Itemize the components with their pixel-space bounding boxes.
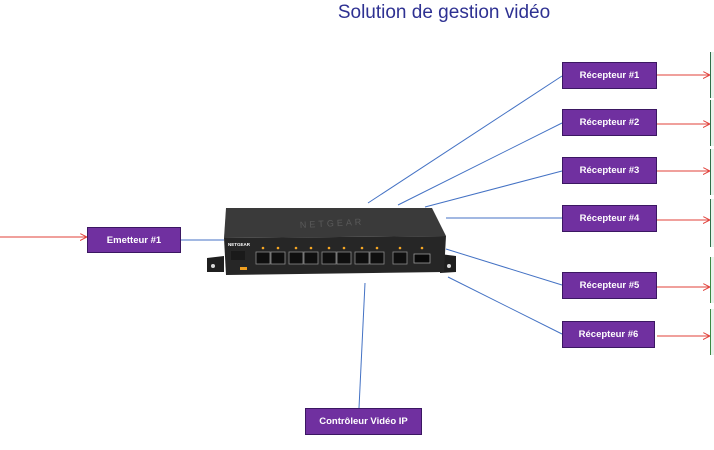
screen-edge-3 <box>710 149 714 195</box>
port-uplink <box>392 251 408 265</box>
link-receiver-2 <box>397 122 563 206</box>
switch-top <box>224 208 446 238</box>
port-4 <box>303 251 319 265</box>
receiver-2-box[interactable]: Récepteur #2 <box>562 109 657 136</box>
port-7 <box>354 251 370 265</box>
link-receiver-1 <box>367 75 563 204</box>
port-6 <box>336 251 352 265</box>
receiver-4-label: Récepteur #4 <box>579 213 640 224</box>
switch-top-brand: NETGEAR <box>300 217 365 230</box>
screen-edge-1 <box>710 52 714 98</box>
receiver-3-label: Récepteur #3 <box>579 165 640 176</box>
receiver-4-box[interactable]: Récepteur #4 <box>562 205 657 232</box>
receiver-1-box[interactable]: Récepteur #1 <box>562 62 657 89</box>
port-1 <box>255 251 271 265</box>
link-receiver-6 <box>447 276 563 335</box>
receiver-2-label: Récepteur #2 <box>579 117 640 128</box>
receiver-6-box[interactable]: Récepteur #6 <box>562 321 655 348</box>
link-receiver-3 <box>424 170 563 208</box>
screen-edge-4 <box>710 199 714 247</box>
receiver-5-label: Récepteur #5 <box>579 280 640 291</box>
controller-label: Contrôleur Vidéo IP <box>319 416 408 427</box>
receiver-3-box[interactable]: Récepteur #3 <box>562 157 657 184</box>
sfp-port <box>413 253 431 264</box>
ethernet-ports <box>255 251 431 265</box>
emitter-box[interactable]: Emetteur #1 <box>87 227 181 253</box>
port-leds <box>261 246 424 250</box>
controller-box[interactable]: Contrôleur Vidéo IP <box>305 408 422 435</box>
receiver-1-label: Récepteur #1 <box>579 70 640 81</box>
switch-mount-left <box>207 256 224 272</box>
screen-edge-6 <box>710 309 714 355</box>
link-receiver-5 <box>445 248 563 286</box>
netgear-switch: NETGEAR NETGEAR <box>207 208 456 275</box>
port-5 <box>321 251 337 265</box>
port-8 <box>369 251 385 265</box>
screen-edge-2 <box>710 100 714 146</box>
emitter-label: Emetteur #1 <box>106 234 162 246</box>
port-3 <box>288 251 304 265</box>
page-title: Solution de gestion vidéo <box>337 2 551 23</box>
power-connector <box>240 267 247 270</box>
link-controller <box>358 282 366 409</box>
screen-edge-5 <box>710 257 714 303</box>
port-2 <box>270 251 286 265</box>
receiver-5-box[interactable]: Récepteur #5 <box>562 272 657 299</box>
switch-front-brand: NETGEAR <box>228 242 251 247</box>
power-led-panel <box>231 251 245 260</box>
receiver-6-label: Récepteur #6 <box>578 329 639 340</box>
